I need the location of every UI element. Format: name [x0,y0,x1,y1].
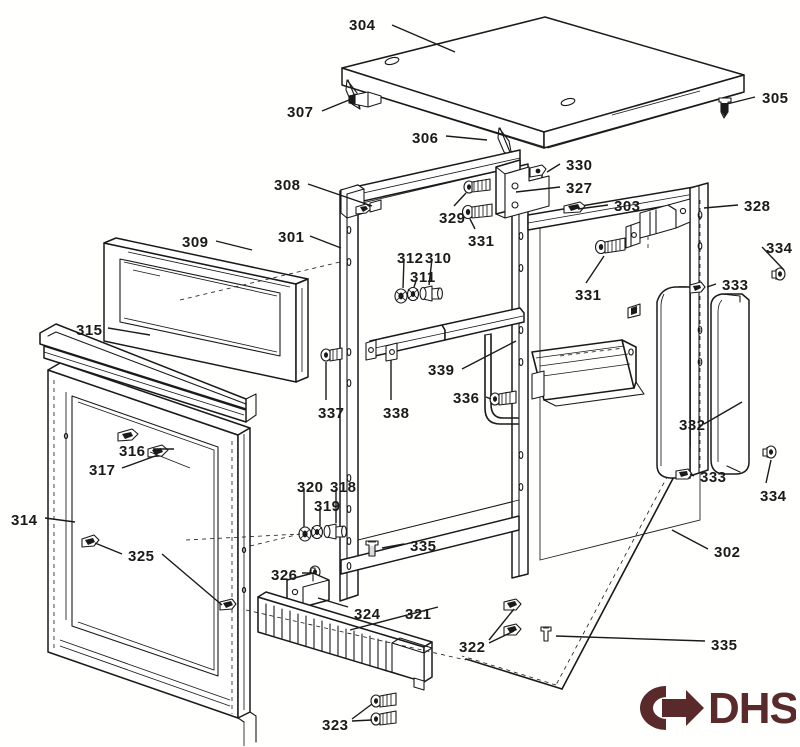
callout-302: 302 [714,544,741,561]
callout-331-upper: 331 [468,233,495,250]
part-335-screw-b [540,626,552,642]
callout-304: 304 [349,17,376,34]
callout-328: 328 [744,198,771,215]
part-309-door-trim [103,237,309,383]
callout-332: 332 [679,417,706,434]
callout-301: 301 [278,229,305,246]
leader-lines [44,24,785,722]
part-339-shelf-support [365,307,525,425]
part-307-clip [348,91,382,108]
dhs-logo: DHS [636,682,799,734]
callout-320: 320 [297,479,324,496]
part-305-screw [718,97,732,119]
part-323-screw-a [370,692,397,708]
base-construction-lines [179,261,520,746]
dhs-logo-artwork: DHS [640,684,799,733]
callout-315: 315 [76,322,103,339]
callout-308: 308 [274,177,301,194]
part-315-handle-rail [39,323,257,423]
callout-318: 318 [330,479,357,496]
part-311-nut [406,286,420,302]
part-319-nut [310,524,324,540]
callout-322: 322 [459,639,486,656]
callout-312: 312 [397,250,424,267]
callout-307: 307 [287,104,314,121]
part-314-door [47,362,251,719]
callout-319: 319 [314,498,341,515]
callout-316: 316 [119,443,146,460]
callout-306: 306 [412,130,439,147]
part-331-screw-upper [461,203,493,220]
callout-333-upper: 333 [722,277,749,294]
part-332-side-cover-rear [656,286,691,479]
callout-333-lower: 333 [700,469,727,486]
part-333-clip-lower [675,468,693,480]
oven-runner-shelf [531,339,645,407]
part-334-screw-lower [762,445,777,459]
arrow-in-circle-icon [640,686,704,730]
part-336-screw [489,390,517,406]
callout-311: 311 [410,269,436,286]
part-304-top-panel [341,16,745,158]
part-301-left-frame [339,149,529,602]
callout-303: 303 [614,198,641,215]
callout-321: 321 [405,606,432,623]
callout-305: 305 [762,90,789,107]
callout-317: 317 [89,462,116,479]
part-333-clip-upper [689,281,706,294]
callout-337: 337 [318,405,345,422]
part-303-rear-panel [527,182,709,561]
callout-331-rear: 331 [575,287,602,304]
part-337-screw [320,347,343,362]
callout-323: 323 [322,717,349,734]
callout-324: 324 [354,606,381,623]
callout-325: 325 [128,548,155,565]
callout-309: 309 [182,234,209,251]
part-329-screw [463,178,491,194]
part-322-clips [503,598,522,636]
part-331-screw-rear [594,237,626,255]
part-321-grille [257,591,433,691]
callout-335-lower: 335 [711,637,738,654]
callout-327: 327 [566,180,593,197]
callout-335-upper: 335 [410,538,437,555]
callout-334-upper: 334 [766,240,793,257]
part-320-washer [298,526,312,542]
callout-330: 330 [566,157,593,174]
callout-329: 329 [439,210,466,227]
callout-314: 314 [11,512,38,529]
part-323-screw-b [370,710,397,726]
part-334-screw-upper [771,267,786,281]
callout-336: 336 [453,390,480,407]
callout-326: 326 [271,567,298,584]
part-332-side-cover-front [710,293,750,475]
callout-339: 339 [428,362,455,379]
part-312-washer [394,288,408,304]
callout-334-lower: 334 [760,488,787,505]
part-318-bush [323,523,347,540]
part-335-screw-a [365,540,379,557]
callout-338: 338 [383,405,410,422]
part-330-nut [529,164,547,178]
callout-310: 310 [425,250,452,267]
dhs-wordmark: DHS [708,684,796,733]
part-310-bush [419,285,443,302]
